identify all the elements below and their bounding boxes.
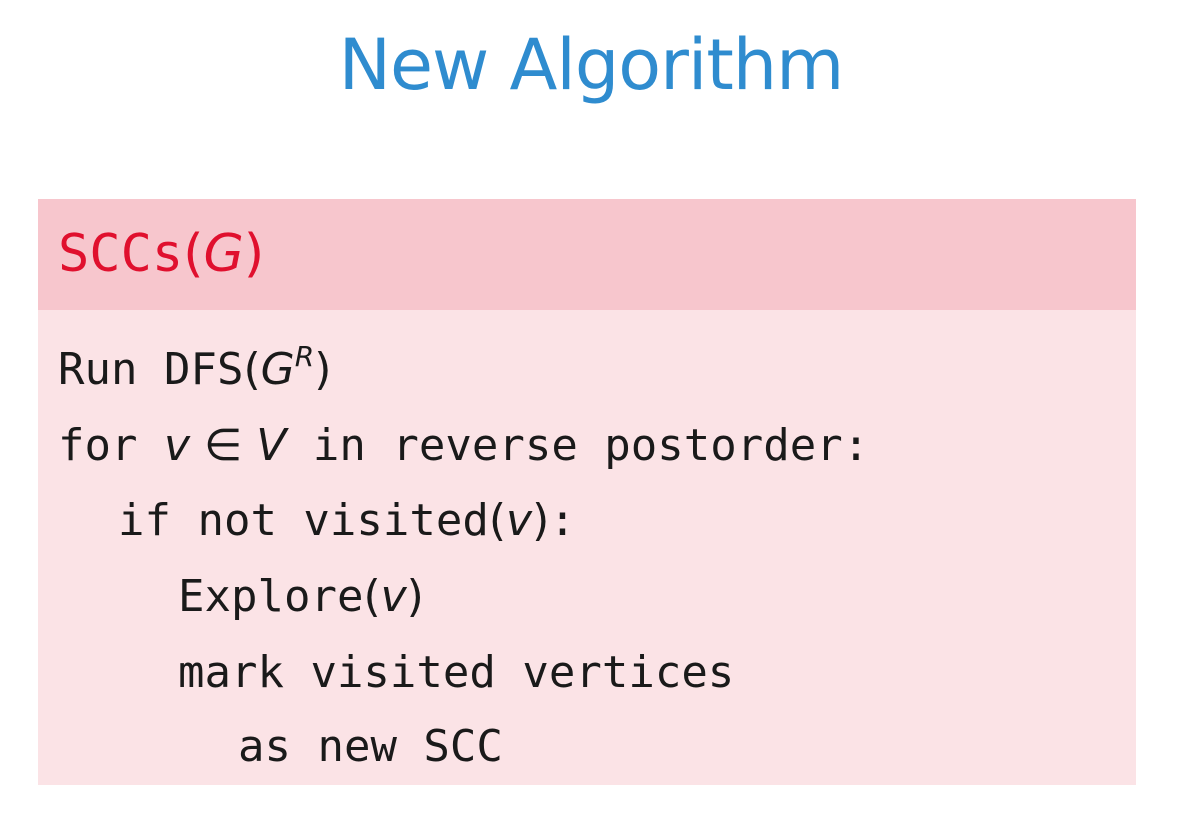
code-line-run: Run DFS(GR) bbox=[58, 340, 332, 403]
if-close-paren: ) bbox=[532, 495, 550, 546]
run-keyword: Run DFS bbox=[58, 344, 244, 395]
if-keyword: if not visited bbox=[118, 495, 489, 546]
algorithm-header: SCCs(G) bbox=[38, 199, 1136, 310]
explore-arg: v bbox=[380, 571, 407, 622]
explore-close-paren: ) bbox=[406, 571, 424, 622]
if-open-paren: ( bbox=[488, 495, 507, 546]
explore-open-paren: ( bbox=[363, 571, 381, 622]
algorithm-open-paren: ( bbox=[183, 224, 204, 284]
if-arg: v bbox=[506, 495, 533, 546]
code-line-explore: Explore(v) bbox=[178, 569, 424, 625]
run-superscript: R bbox=[294, 340, 315, 373]
if-colon: : bbox=[549, 495, 576, 546]
code-line-for: for v ∈ V in reverse postorder: bbox=[58, 418, 869, 474]
run-arg: G bbox=[260, 344, 295, 395]
run-open-paren: ( bbox=[243, 344, 261, 395]
for-variable: v ∈ V bbox=[163, 420, 287, 471]
algorithm-name: SCCs(G) bbox=[58, 219, 264, 289]
run-close-paren: ) bbox=[314, 344, 332, 395]
for-keyword: for bbox=[58, 420, 164, 471]
for-rest: in reverse postorder: bbox=[286, 420, 870, 471]
explore-keyword: Explore bbox=[178, 571, 364, 622]
algorithm-arg: G bbox=[203, 224, 244, 284]
algorithm-name-label: SCCs bbox=[58, 224, 184, 284]
algorithm-close-paren: ) bbox=[243, 224, 265, 284]
algorithm-box: SCCs(G) Run DFS(GR) for v ∈ V in reverse… bbox=[38, 199, 1136, 785]
code-line-new-scc: as new SCC bbox=[238, 721, 503, 772]
code-line-mark: mark visited vertices bbox=[178, 647, 735, 698]
code-line-if: if not visited(v): bbox=[118, 493, 576, 549]
slide-title: New Algorithm bbox=[338, 24, 845, 106]
